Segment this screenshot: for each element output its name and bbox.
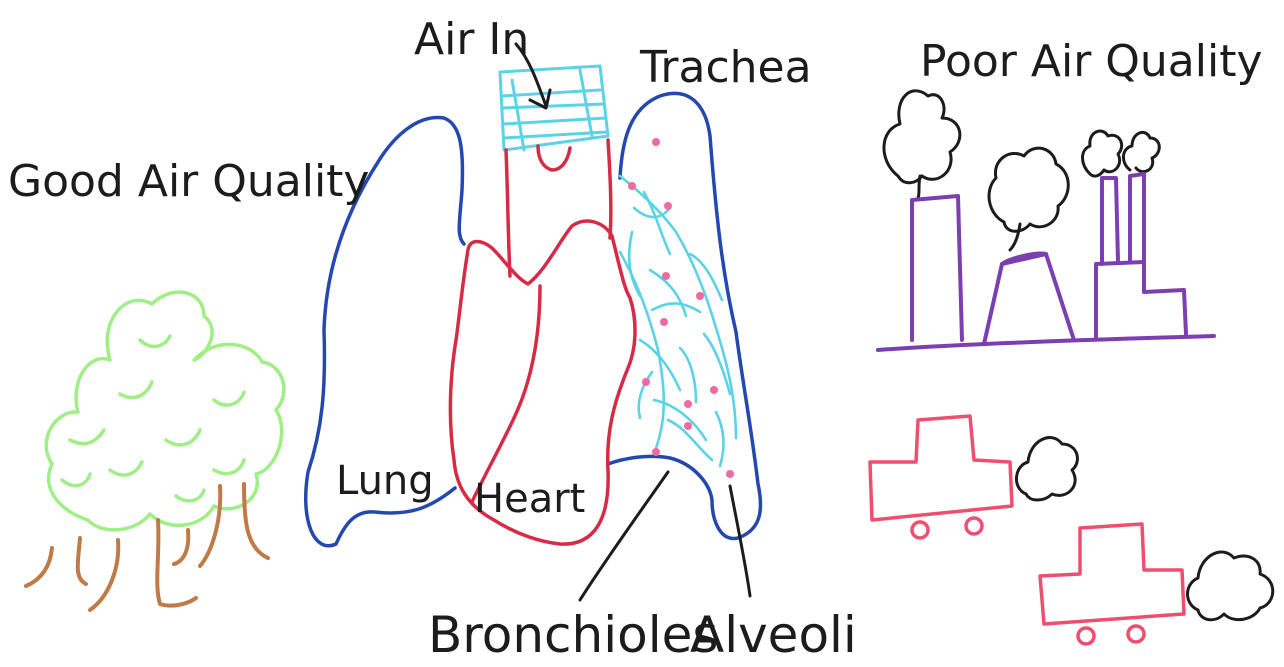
trachea-tube (506, 150, 510, 276)
good-air-quality-label: Good Air Quality (8, 156, 369, 207)
alveolus (664, 202, 672, 210)
tree-canopy (46, 292, 284, 530)
alveolus (662, 272, 670, 280)
factory-buildings (878, 174, 1214, 350)
car-2 (1040, 524, 1184, 624)
ground-line (878, 336, 1214, 350)
trachea-rings (500, 66, 608, 150)
trachea-label: Trachea (639, 42, 812, 93)
smokestack (912, 196, 962, 340)
poor-air-quality-label: Poor Air Quality (920, 36, 1263, 87)
alveolus (696, 292, 704, 300)
right-lung (608, 93, 761, 538)
alveolus (642, 378, 650, 386)
alveolus (652, 138, 660, 146)
alveolus (660, 318, 668, 326)
alveolus (684, 422, 692, 430)
alveoli-pointer (730, 486, 750, 596)
tree-trunks (26, 484, 268, 610)
heart-label: Heart (474, 476, 585, 522)
alveolus (710, 386, 718, 394)
alveolus (684, 400, 692, 408)
car-exhaust (1016, 438, 1272, 620)
alveolus (652, 448, 660, 456)
lung-label: Lung (336, 458, 434, 504)
bronchioles-pointer (580, 472, 668, 600)
car-1 (870, 416, 1012, 520)
cars (870, 416, 1184, 644)
cars-illustration (870, 416, 1273, 644)
cooling-tower (984, 254, 1074, 344)
factory-illustration (878, 91, 1214, 350)
air-in-label: Air In (414, 14, 529, 65)
bronchioles-label: Bronchioles (428, 606, 718, 664)
alveolus (628, 182, 636, 190)
alveolus (726, 470, 734, 478)
factory-building (1096, 262, 1186, 338)
alveoli-label: Alveoli (690, 606, 857, 664)
trees-illustration (26, 292, 284, 610)
